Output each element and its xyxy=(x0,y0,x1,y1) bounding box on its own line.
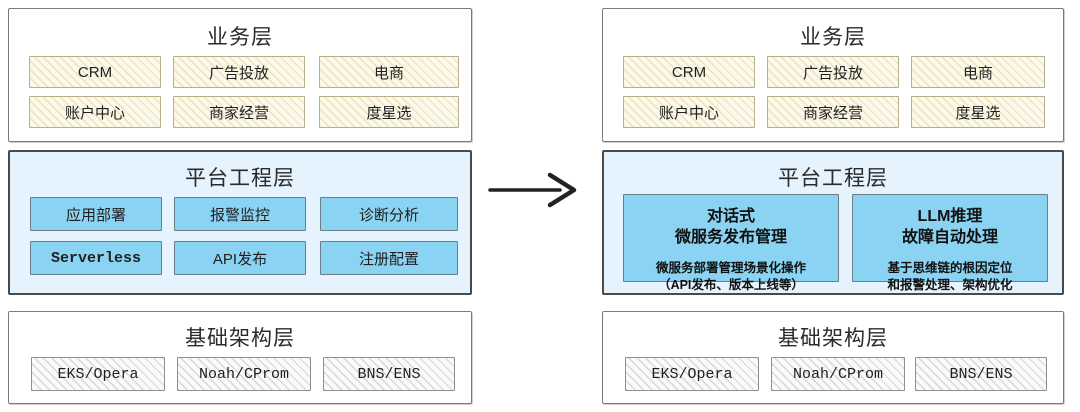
right-business-cell-duxingxuan[interactable]: 度星选 xyxy=(911,96,1045,128)
right-infra-cell-noah-cprom[interactable]: Noah/CProm xyxy=(771,357,905,391)
cell-label: 广告投放 xyxy=(208,64,269,82)
cell-label: 商家经营 xyxy=(208,104,269,122)
left-business-cell-crm[interactable]: CRM xyxy=(29,56,161,88)
right-platform-card-conversational-release[interactable]: 对话式 微服务发布管理 微服务部署管理场景化操作 （API发布、版本上线等） xyxy=(623,194,839,292)
right-platform-card-llm-auto-remediation[interactable]: LLM推理 故障自动处理 基于思维链的根因定位 和报警处理、架构优化 xyxy=(852,194,1048,292)
cell-label: 广告投放 xyxy=(802,64,863,82)
cell-label: EKS/Opera xyxy=(651,365,733,383)
card-description: 微服务部署管理场景化操作 （API发布、版本上线等） xyxy=(655,261,806,293)
left-platform-cell-registry-config[interactable]: 注册配置 xyxy=(320,241,458,275)
cell-label: Noah/CProm xyxy=(198,365,289,383)
left-business-cell-duxingxuan[interactable]: 度星选 xyxy=(319,96,459,128)
cell-label: 账户中心 xyxy=(658,104,719,122)
right-business-layer-panel: 业务层 CRM 广告投放 电商 账户中心 商家经营 度星选 xyxy=(602,8,1064,142)
cell-label: Noah/CProm xyxy=(792,365,883,383)
left-business-layer-title: 业务层 xyxy=(207,26,273,49)
cell-label: Serverless xyxy=(50,249,141,267)
cell-label: 诊断分析 xyxy=(358,206,419,224)
right-business-cell-ad[interactable]: 广告投放 xyxy=(767,56,899,88)
card-heading: LLM推理 故障自动处理 xyxy=(901,208,998,247)
cell-label: 应用部署 xyxy=(65,206,126,224)
cell-label: 度星选 xyxy=(366,104,412,122)
cell-label: 注册配置 xyxy=(358,250,419,268)
left-business-cell-ad[interactable]: 广告投放 xyxy=(173,56,305,88)
right-business-cell-crm[interactable]: CRM xyxy=(623,56,755,88)
right-infra-cell-eks-opera[interactable]: EKS/Opera xyxy=(625,357,759,391)
right-infra-layer-title: 基础架构层 xyxy=(778,327,888,350)
left-infra-layer-title: 基础架构层 xyxy=(185,327,295,350)
right-business-cell-merchant-ops[interactable]: 商家经营 xyxy=(767,96,899,128)
right-infra-layer-panel: 基础架构层 EKS/Opera Noah/CProm BNS/ENS xyxy=(602,311,1064,404)
right-business-layer-title: 业务层 xyxy=(800,26,866,49)
right-business-cell-account-center[interactable]: 账户中心 xyxy=(623,96,755,128)
card-description: 基于思维链的根因定位 和报警处理、架构优化 xyxy=(887,261,1013,293)
left-platform-layer-title: 平台工程层 xyxy=(185,167,295,190)
left-business-cell-merchant-ops[interactable]: 商家经营 xyxy=(173,96,305,128)
card-heading: 对话式 微服务发布管理 xyxy=(674,208,787,247)
cell-label: 报警监控 xyxy=(209,206,270,224)
right-platform-layer-title: 平台工程层 xyxy=(778,167,888,190)
cell-label: BNS/ENS xyxy=(949,365,1013,383)
left-business-layer-panel: 业务层 CRM 广告投放 电商 账户中心 商家经营 度星选 xyxy=(8,8,472,142)
left-platform-cell-serverless[interactable]: Serverless xyxy=(30,241,162,275)
cell-label: 电商 xyxy=(962,64,993,82)
cell-label: CRM xyxy=(671,63,707,81)
left-business-cell-ecommerce[interactable]: 电商 xyxy=(319,56,459,88)
right-arrow-icon xyxy=(488,172,577,208)
cell-label: API发布 xyxy=(212,250,268,268)
left-business-cell-account-center[interactable]: 账户中心 xyxy=(29,96,161,128)
cell-label: 商家经营 xyxy=(802,104,863,122)
cell-label: EKS/Opera xyxy=(57,365,139,383)
right-infra-cell-bns-ens[interactable]: BNS/ENS xyxy=(915,357,1047,391)
left-infra-cell-noah-cprom[interactable]: Noah/CProm xyxy=(177,357,311,391)
left-platform-cell-api-publish[interactable]: API发布 xyxy=(174,241,306,275)
left-infra-cell-eks-opera[interactable]: EKS/Opera xyxy=(31,357,165,391)
cell-label: CRM xyxy=(77,63,113,81)
right-platform-layer-panel: 平台工程层 对话式 微服务发布管理 微服务部署管理场景化操作 （API发布、版本… xyxy=(602,150,1064,295)
left-infra-cell-bns-ens[interactable]: BNS/ENS xyxy=(323,357,455,391)
left-infra-layer-panel: 基础架构层 EKS/Opera Noah/CProm BNS/ENS xyxy=(8,311,472,404)
cell-label: 度星选 xyxy=(955,104,1001,122)
cell-label: BNS/ENS xyxy=(357,365,421,383)
cell-label: 电商 xyxy=(373,64,404,82)
left-platform-cell-alert-monitor[interactable]: 报警监控 xyxy=(174,197,306,231)
left-platform-layer-panel: 平台工程层 应用部署 报警监控 诊断分析 Serverless API发布 注册… xyxy=(8,150,472,295)
right-business-cell-ecommerce[interactable]: 电商 xyxy=(911,56,1045,88)
left-platform-cell-app-deploy[interactable]: 应用部署 xyxy=(30,197,162,231)
cell-label: 账户中心 xyxy=(64,104,125,122)
left-platform-cell-diagnostics[interactable]: 诊断分析 xyxy=(320,197,458,231)
